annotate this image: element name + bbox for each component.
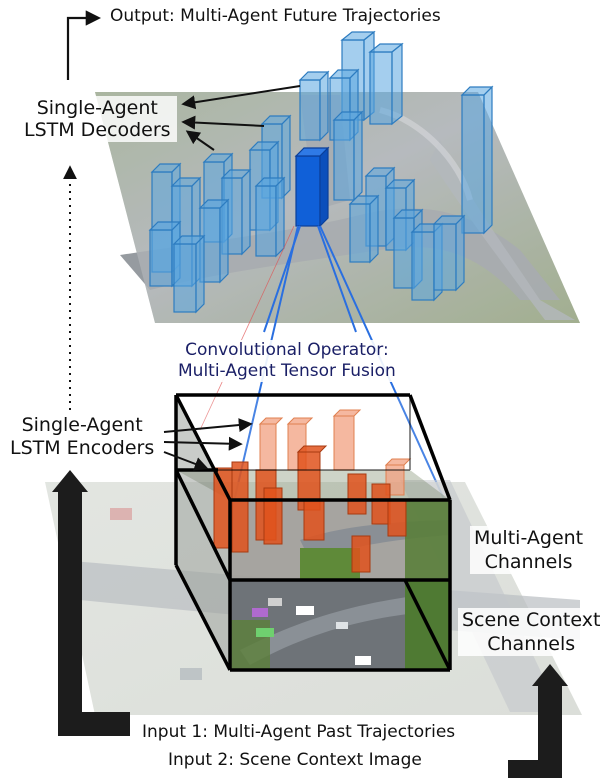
encoder-bar [332,409,362,471]
decoder-bars [148,30,494,314]
decoder-bar [198,198,230,284]
decoder-bar [460,85,494,235]
fusion-label-line1: Convolutional Operator: [185,340,389,360]
encoder-bar [347,473,367,515]
encoders-label: Single-Agent LSTM Encoders [10,414,154,460]
decoders-label-line2: LSTM Decoders [24,119,171,141]
encoder-bar [387,499,407,537]
decoder-bar [332,110,364,202]
encoder-bar [263,487,283,545]
decoder-bar [254,176,286,258]
scene-context-channels-label: Scene Context Channels [458,608,605,656]
encoder-bars-dark [213,445,407,573]
encoders-label-line2: LSTM Encoders [10,437,155,459]
decoder-bar [172,234,206,314]
output-title: Output: Multi-Agent Future Trajectories [110,6,441,26]
decoder-arrows [181,85,301,151]
fusion-cube-edges [174,393,452,672]
fusion-label-line2: Multi-Agent Tensor Fusion [178,361,396,381]
decoder-bar-highlighted [294,146,330,228]
decoder-bar [368,42,404,126]
encoder-bar [231,461,249,553]
decoders-label-line1: Single-Agent [36,97,158,119]
scene-context-channels-line2: Channels [487,633,576,655]
encoder-bar [371,483,391,525]
encoder-bar [351,535,371,573]
decoder-bar [392,208,424,290]
fusion-label: Convolutional Operator: Multi-Agent Tens… [174,340,400,382]
decoder-bar [432,214,466,292]
input2-label: Input 2: Scene Context Image [168,750,422,770]
output-arrow [66,10,102,80]
input1-label: Input 1: Multi-Agent Past Trajectories [142,722,456,742]
multi-agent-channels-line2: Channels [484,551,573,573]
encoders-label-line1: Single-Agent [21,414,143,436]
scene-context-channels-line1: Scene Context [462,609,601,631]
input1-thick-arrow [52,470,130,736]
input2-thick-arrow [508,664,568,778]
decoders-label: Single-Agent LSTM Decoders [18,96,177,142]
decoder-bar [348,194,380,264]
multi-agent-channels-label: Multi-Agent Channels [470,526,588,574]
multi-agent-channels-line1: Multi-Agent [474,527,584,549]
fusion-cube-back-edges [176,395,411,471]
encoder-arrows [163,418,253,471]
encoder-bar [303,499,325,541]
decoder-bar [298,70,330,142]
